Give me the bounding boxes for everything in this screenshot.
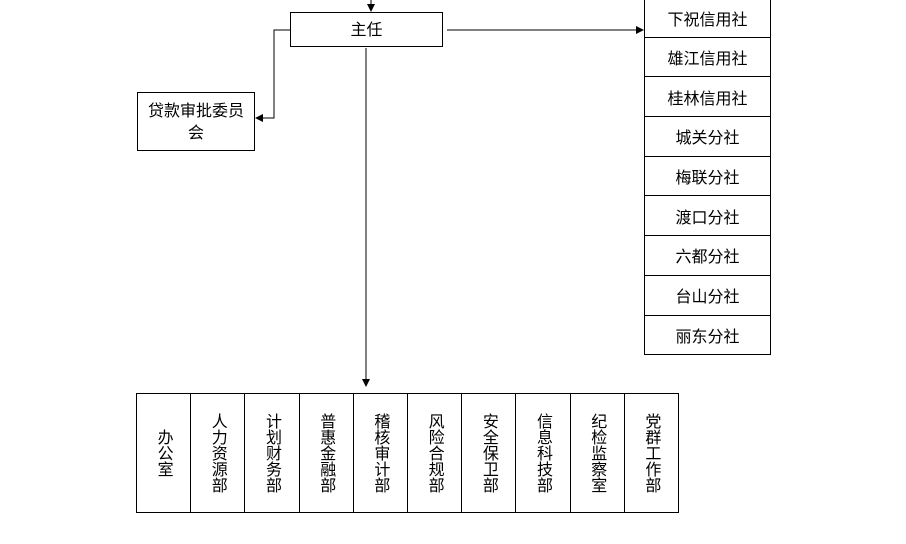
- department-cell: 人力资源部: [190, 394, 244, 512]
- branch-label: 丽东分社: [675, 326, 740, 346]
- loan-committee-box: 贷款审批委员会: [137, 92, 255, 151]
- department-label: 人力资源部: [208, 413, 228, 493]
- director-box: 主任: [290, 12, 443, 47]
- department-cell: 普惠金融部: [298, 394, 353, 512]
- department-cell: 计划财务部: [244, 394, 298, 512]
- branch-item: 雄江信用社: [644, 37, 771, 78]
- branch-item: 下祝信用社: [644, 0, 771, 38]
- department-label: 普惠金融部: [317, 413, 337, 493]
- department-label: 计划财务部: [263, 413, 282, 493]
- branch-label: 城关分社: [675, 128, 740, 148]
- department-cell: 纪检监察室: [569, 394, 624, 512]
- department-row: 办公室 人力资源部 计划财务部 普惠金融部 稽核审计部 风险合规部 安全保卫部 …: [136, 393, 679, 513]
- branch-item: 城关分社: [644, 117, 771, 157]
- branch-label: 梅联分社: [675, 168, 740, 188]
- branch-item: 丽东分社: [644, 315, 771, 356]
- branch-label: 桂林信用社: [667, 88, 748, 108]
- branch-item: 梅联分社: [644, 156, 771, 197]
- department-label: 党群工作部: [642, 413, 662, 493]
- department-label: 办公室: [154, 429, 174, 477]
- branch-label: 台山分社: [675, 287, 740, 307]
- department-cell: 办公室: [137, 394, 190, 512]
- branch-label: 渡口分社: [675, 207, 740, 227]
- branch-label: 雄江信用社: [667, 49, 748, 69]
- branch-item: 桂林信用社: [644, 77, 771, 118]
- department-label: 纪检监察室: [588, 413, 608, 493]
- branch-item: 台山分社: [644, 275, 771, 316]
- branch-label: 下祝信用社: [667, 9, 748, 29]
- department-label: 安全保卫部: [479, 413, 499, 493]
- department-cell: 风险合规部: [407, 394, 461, 512]
- department-label: 稽核审计部: [371, 413, 391, 493]
- department-cell: 稽核审计部: [352, 394, 407, 512]
- department-cell: 安全保卫部: [461, 394, 515, 512]
- branch-item: 六都分社: [644, 236, 771, 276]
- arrow-director-to-committee: [255, 29, 290, 122]
- branch-label: 六都分社: [675, 247, 740, 267]
- department-cell: 党群工作部: [623, 394, 678, 512]
- branch-list: 下祝信用社 雄江信用社 桂林信用社 城关分社 梅联分社 渡口分社 六都分社 台山…: [644, 0, 771, 356]
- department-cell: 信息科技部: [515, 394, 569, 512]
- branch-item: 渡口分社: [644, 196, 771, 237]
- director-label: 主任: [350, 19, 383, 39]
- loan-committee-label: 贷款审批委员会: [147, 100, 244, 142]
- department-label: 信息科技部: [534, 413, 554, 493]
- department-label: 风险合规部: [425, 413, 445, 493]
